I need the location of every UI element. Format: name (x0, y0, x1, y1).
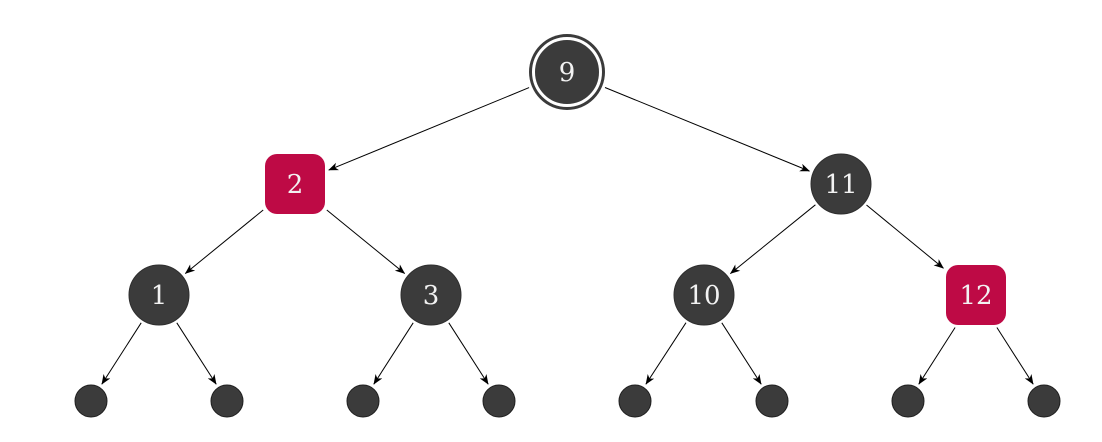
edge-10-l6 (721, 322, 762, 385)
node-square (946, 265, 1006, 325)
tree-node-2: 2 (265, 154, 325, 214)
node-circle (810, 153, 872, 215)
node-label: 3 (423, 281, 440, 311)
tree-node-l1 (74, 384, 108, 418)
edge-2-3 (326, 209, 406, 274)
node-leaf-circle (891, 384, 925, 418)
node-square (265, 154, 325, 214)
node-label: 2 (287, 170, 304, 200)
node-leaf-circle (618, 384, 652, 418)
node-leaf-circle (482, 384, 516, 418)
node-label: 1 (151, 281, 168, 311)
tree-node-9: 9 (529, 34, 605, 110)
edge-1-l1 (101, 322, 142, 385)
tree-node-1: 1 (128, 264, 190, 326)
node-label: 9 (559, 58, 576, 88)
node-leaf-circle (346, 384, 380, 418)
tree-node-10: 10 (673, 264, 735, 326)
edge-9-2 (328, 87, 530, 171)
edge-12-l8 (996, 327, 1034, 385)
tree-node-3: 3 (400, 264, 462, 326)
edge-3-l3 (373, 322, 414, 385)
node-inner-ring (532, 37, 602, 107)
edge-11-10 (730, 204, 816, 274)
node-leaf-circle (755, 384, 789, 418)
edge-3-l4 (448, 322, 489, 385)
tree-node-12: 12 (946, 265, 1006, 325)
tree-node-l8 (1027, 384, 1061, 418)
node-circle (673, 264, 735, 326)
tree-node-l5 (618, 384, 652, 418)
edges-layer (101, 87, 1034, 385)
node-leaf-circle (1027, 384, 1061, 418)
node-leaf-circle (210, 384, 244, 418)
edge-2-1 (184, 209, 264, 274)
node-leaf-circle (74, 384, 108, 418)
edge-11-12 (866, 204, 944, 269)
tree-node-l6 (755, 384, 789, 418)
edge-10-l5 (645, 322, 687, 385)
tree-node-l3 (346, 384, 380, 418)
node-label: 11 (824, 170, 857, 200)
tree-node-l4 (482, 384, 516, 418)
node-label: 10 (687, 281, 720, 311)
node-outer-ring (529, 34, 605, 110)
edge-1-l2 (176, 322, 217, 385)
edge-9-11 (604, 87, 810, 172)
node-circle (128, 264, 190, 326)
edge-12-l7 (918, 327, 956, 385)
tree-node-11: 11 (810, 153, 872, 215)
node-circle (400, 264, 462, 326)
node-label: 12 (959, 281, 992, 311)
tree-node-l7 (891, 384, 925, 418)
tree-node-l2 (210, 384, 244, 418)
